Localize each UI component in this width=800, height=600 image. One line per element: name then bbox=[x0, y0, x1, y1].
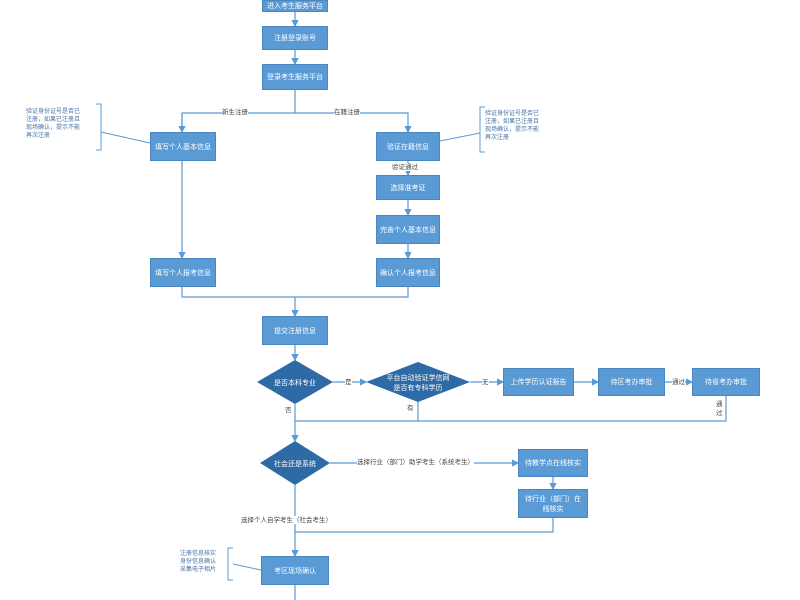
node-login-platform: 登录考生服务平台 bbox=[262, 64, 328, 90]
edge-industry-back bbox=[295, 518, 554, 533]
label-verify-pass: 验证通过 bbox=[392, 163, 418, 171]
node-industry-review: 待行业（部门）在 线核实 bbox=[518, 489, 588, 518]
node-onsite-confirm: 考区现场确认 bbox=[261, 556, 329, 585]
label-has: 有 bbox=[407, 404, 414, 412]
label-new-student: 新生注册 bbox=[222, 108, 248, 116]
edge-province-back bbox=[295, 396, 727, 422]
node-register-account: 注册登录账号 bbox=[262, 26, 328, 50]
node-province-review: 待省考办审批 bbox=[692, 368, 760, 396]
left-note-connector bbox=[100, 131, 151, 144]
bottom-note-connector bbox=[232, 563, 262, 571]
node-confirm-apply-info: 确认个人报考信息 bbox=[376, 258, 440, 287]
node-verify-registered: 验证在籍信息 bbox=[376, 132, 440, 161]
bottom-note-bracket bbox=[227, 547, 233, 581]
bottom-note: 注册信息核实 身份信息确认 采集电子相片 bbox=[180, 550, 217, 573]
diamond-auto-verify-line2: 是否有专科学历 bbox=[394, 383, 443, 392]
label-pass: 通过 bbox=[672, 378, 685, 386]
node-teaching-review: 待教学点在线核实 bbox=[518, 449, 588, 477]
node-fill-apply-info: 填写个人报考信息 bbox=[150, 258, 216, 287]
diamond-auto-verify-line1: 平台自动验证学信网 bbox=[387, 373, 450, 382]
diamond-auto-verify bbox=[366, 362, 470, 402]
diamond-is-undergrad bbox=[257, 360, 333, 404]
left-note-bracket bbox=[96, 103, 102, 151]
node-submit-registration: 提交注册信息 bbox=[262, 316, 328, 345]
right-note-connector bbox=[439, 132, 481, 142]
node-complete-basic: 完善个人基本信息 bbox=[376, 215, 440, 244]
diamond-social-or-system-label: 社会还是系统 bbox=[274, 459, 316, 468]
left-note: 验证身份证号是否已 注册，如果已注册且 现场确认，提示不能 再次注册 bbox=[26, 108, 81, 139]
node-select-ticket: 选择准考证 bbox=[376, 175, 440, 200]
right-note-bracket bbox=[479, 106, 485, 153]
label-registered: 在籍注册 bbox=[334, 108, 360, 116]
label-individual-path: 选择个人自学考生（社会考生） bbox=[241, 516, 332, 524]
edge-split-right bbox=[181, 112, 412, 134]
diamond-is-undergrad-label: 是否本科专业 bbox=[274, 378, 316, 387]
label-pass-vertical-2: 过 bbox=[716, 409, 723, 417]
right-note: 验证身份证号是否已 注册，如果已注册且 现场确认，提示不能 再次注册 bbox=[485, 110, 540, 141]
diamond-social-or-system bbox=[260, 441, 330, 485]
node-fill-basic-info: 填写个人基本信息 bbox=[150, 132, 216, 161]
label-none: 无 bbox=[482, 378, 489, 386]
label-yes: 是 bbox=[345, 378, 352, 386]
label-no: 否 bbox=[285, 406, 292, 414]
node-upload-report: 上传学历认证报告 bbox=[503, 368, 574, 396]
node-district-review: 待区考办审批 bbox=[598, 368, 665, 396]
label-industry-path: 选择行业（部门）助学考生（系统考生） bbox=[357, 458, 474, 466]
label-pass-vertical-1: 通 bbox=[716, 400, 723, 408]
edge-merge bbox=[181, 287, 409, 298]
node-enter-platform: 进入考生服务平台 bbox=[262, 0, 328, 12]
